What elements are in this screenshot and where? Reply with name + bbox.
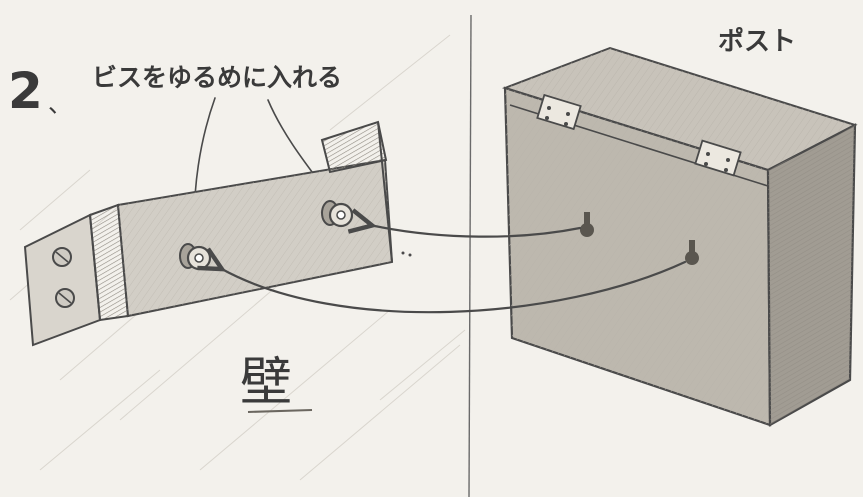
hinge-left (536, 93, 582, 131)
flange-screw-bottom (55, 288, 75, 308)
divider-line (468, 14, 472, 497)
arrow-lower (220, 262, 687, 314)
flange-screw-top (52, 247, 72, 267)
mounting-bracket (23, 120, 412, 347)
step-instruction: ビスをゆるめに入れる (92, 63, 342, 92)
wall-label-underline (247, 409, 313, 413)
step-number-dot: 、 (48, 90, 72, 118)
wall-label: 壁 (240, 353, 292, 413)
post-label: ポスト (718, 26, 796, 57)
step-number: 2 (8, 62, 43, 120)
loose-screw-right (321, 200, 354, 228)
post-box (501, 46, 858, 427)
hinge-right (694, 139, 742, 177)
bracket-end-tab (320, 120, 388, 174)
arrow-upper (370, 225, 582, 238)
keyhole-slot-lower (685, 240, 699, 265)
keyhole-slot-upper (580, 212, 594, 237)
